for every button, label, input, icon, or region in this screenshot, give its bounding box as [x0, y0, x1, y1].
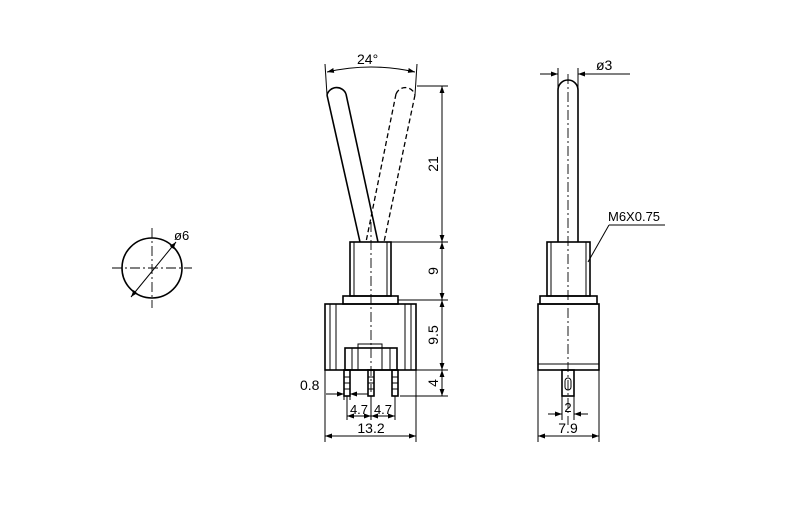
thread-label: M6X0.75: [608, 209, 660, 224]
panel-hole-dia-label: ø6: [174, 228, 189, 243]
body-height-label: 9.5: [425, 325, 441, 345]
thread-dimension: M6X0.75: [587, 209, 665, 263]
handle-length-label: 21: [425, 156, 441, 172]
angle-label: 24°: [357, 51, 378, 67]
body-depth-label: 7.9: [558, 420, 578, 436]
pitch-right-label: 4.7: [374, 402, 392, 417]
handle-dia-dimension: ø3: [540, 57, 630, 90]
terminal-thickness-label: 2: [564, 400, 571, 415]
bushing-height-label: 9: [425, 267, 441, 275]
pitch-dimensions: 4.7 4.7: [346, 396, 396, 420]
side-view: ø3 M6X0.75 2 7: [537, 57, 665, 442]
handle-dia-label: ø3: [596, 57, 613, 73]
bushing-flange: [342, 295, 399, 305]
panel-hole-dia-leader: [130, 241, 177, 298]
lever-right-dashed: [365, 86, 416, 243]
body-width-label: 13.2: [357, 420, 384, 436]
body-width-dimension: 13.2: [324, 370, 417, 442]
terminal-length-label: 4: [425, 379, 441, 387]
terminal-thickness-dimension: 2: [548, 396, 588, 420]
terminal-width-dimension: 0.8: [300, 377, 368, 400]
body-depth-dimension: 7.9: [537, 370, 600, 442]
lever-left: [326, 86, 379, 243]
vertical-dimensions: 21 9 9.5 4: [391, 85, 448, 397]
bushing: [349, 241, 392, 297]
switch-body: [324, 303, 417, 371]
panel-hole-view: ø6: [112, 228, 192, 308]
pitch-left-label: 4.7: [350, 402, 368, 417]
angle-dimension: 24°: [324, 51, 418, 96]
front-view: 24° 21 9 9.5 4 0.8: [300, 51, 448, 442]
terminal-width-label: 0.8: [300, 377, 320, 393]
